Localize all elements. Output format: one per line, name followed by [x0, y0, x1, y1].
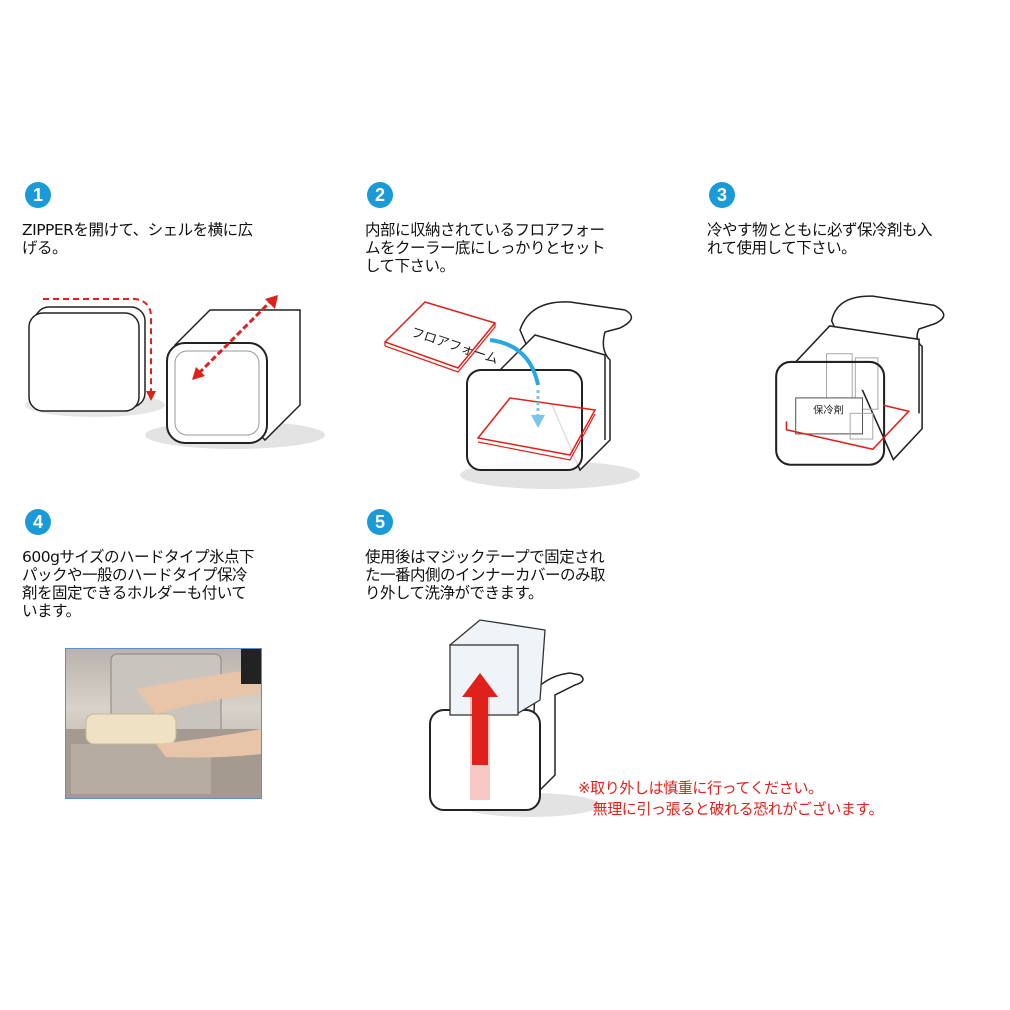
step-4-line: パックや一般のハードタイプ保冷: [22, 566, 248, 584]
step-2-badge: 2: [367, 182, 393, 208]
step-4-line: います。: [22, 602, 81, 620]
step-4-badge: 4: [25, 509, 51, 535]
step-4-line: 600gサイズのハードタイプ氷点下: [22, 548, 254, 566]
step-5-illustration: [429, 619, 600, 817]
step-1-text: ZIPPERを開けて、シェルを横に広 げる。: [22, 221, 253, 257]
caution-note: ※取り外しは慎重に行ってください。 無理に引っ張ると破れる恐れがございます。: [578, 778, 884, 820]
step-1-line: げる。: [22, 239, 68, 257]
step-4-photo: [65, 648, 262, 799]
step-2-illustration: フロアフォーム: [383, 301, 640, 489]
step-2-text: 内部に収納されているフロアフォー ムをクーラー底にしっかりとセット して下さい。: [365, 221, 606, 275]
step-3-text: 冷やす物とともに必ず保冷剤も入 れて使用して下さい。: [707, 221, 933, 257]
step-1-badge: 1: [25, 182, 51, 208]
step-3-line: れて使用して下さい。: [707, 239, 857, 257]
ice-pack-label: 保冷剤: [813, 403, 844, 416]
step-1-illustration: [25, 295, 325, 449]
step-4-line: 剤を固定できるホルダーも付いて: [22, 584, 247, 602]
step-2-line: して下さい。: [365, 257, 455, 275]
step-3-illustration: 保冷剤: [775, 295, 945, 466]
step-5-line: 使用後はマジックテープで固定され: [365, 548, 605, 566]
step-5-text: 使用後はマジックテープで固定され た一番内側のインナーカバーのみ取 り外して洗浄…: [365, 548, 606, 602]
step-2-line: 内部に収納されているフロアフォー: [365, 221, 605, 239]
step-5-line: り外して洗浄ができます。: [365, 584, 544, 602]
step-3-line: 冷やす物とともに必ず保冷剤も入: [707, 221, 933, 239]
step-1-line: ZIPPERを開けて、シェルを横に広: [22, 221, 253, 239]
caution-note-line: ※取り外しは慎重に行ってください。: [578, 779, 823, 797]
caution-note-line: 無理に引っ張ると破れる恐れがございます。: [578, 800, 884, 818]
step-5-line: た一番内側のインナーカバーのみ取: [365, 566, 606, 584]
step-4-text: 600gサイズのハードタイプ氷点下 パックや一般のハードタイプ保冷 剤を固定でき…: [22, 548, 254, 620]
step-2-line: ムをクーラー底にしっかりとセット: [365, 239, 606, 257]
step-5-badge: 5: [367, 509, 393, 535]
step-3-badge: 3: [709, 182, 735, 208]
